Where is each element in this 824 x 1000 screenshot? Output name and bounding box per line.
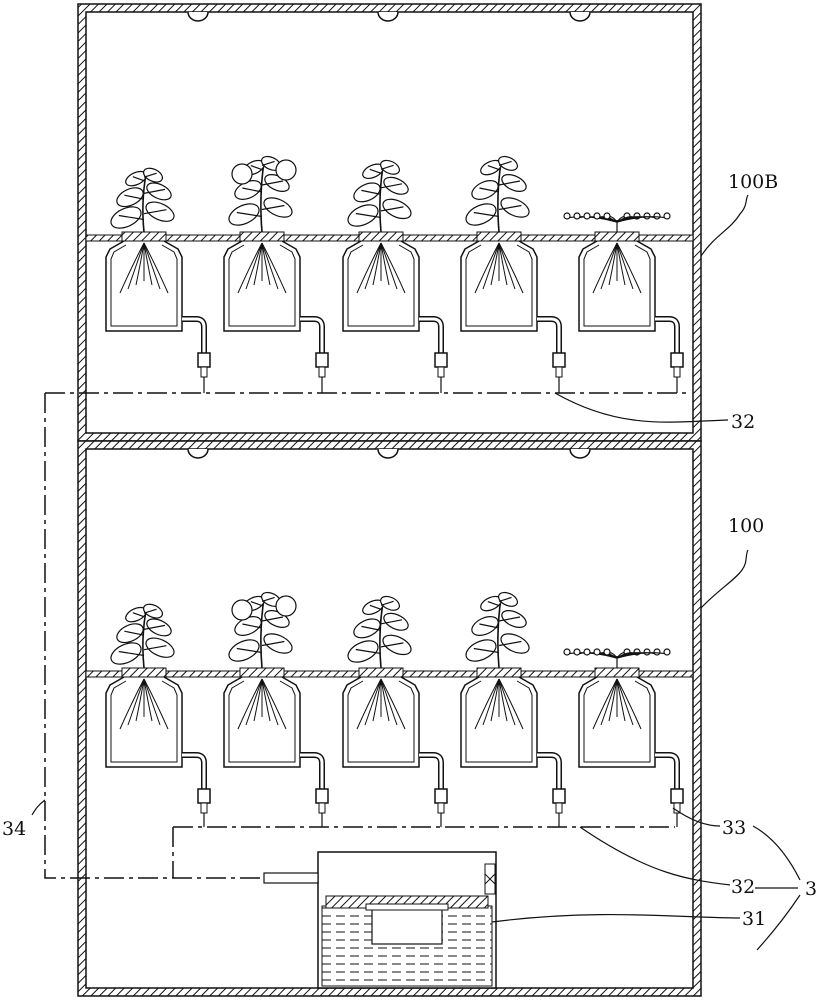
plant-row-lower xyxy=(110,591,671,669)
connector xyxy=(670,788,684,804)
pot xyxy=(342,231,448,378)
roots xyxy=(592,678,642,730)
groundcover-plant-icon xyxy=(563,648,671,668)
pot xyxy=(223,667,329,814)
cabinet-upper xyxy=(77,3,702,442)
pot xyxy=(578,667,684,814)
roots xyxy=(592,242,642,294)
roots xyxy=(356,242,406,294)
roots xyxy=(119,242,169,294)
roots xyxy=(356,678,406,730)
sapling-plant-icon xyxy=(465,591,530,669)
roots xyxy=(474,678,524,730)
pot xyxy=(460,231,566,378)
plant-row-upper xyxy=(110,155,671,233)
label-100b: 100B xyxy=(728,171,778,193)
label-32-lower: 32 xyxy=(731,876,755,898)
strawberry-plant-icon xyxy=(228,155,297,233)
pot xyxy=(223,231,329,378)
pot xyxy=(105,667,211,814)
strawberry-plant-icon xyxy=(228,591,297,669)
leader-lines xyxy=(31,194,801,951)
label-34: 34 xyxy=(2,818,26,840)
label-3: 3 xyxy=(805,878,817,900)
connector xyxy=(197,788,211,804)
label-33: 33 xyxy=(722,817,746,839)
connector xyxy=(552,352,566,368)
pot-row-upper xyxy=(105,231,684,378)
connector xyxy=(315,352,329,368)
connector xyxy=(434,788,448,804)
groundcover-plant-icon xyxy=(563,212,671,232)
piping-dashed xyxy=(44,392,690,879)
leafy-green-plant-icon xyxy=(110,167,175,233)
lamps xyxy=(187,11,591,459)
roots xyxy=(237,678,287,730)
pot-row-lower xyxy=(105,667,684,814)
label-31: 31 xyxy=(742,908,766,930)
leafy-green-plant-icon xyxy=(110,603,175,669)
sapling-plant-icon xyxy=(465,155,530,233)
label-32-upper: 32 xyxy=(731,411,755,433)
pepper-plant-icon xyxy=(347,159,412,233)
pot xyxy=(105,231,211,378)
pepper-plant-icon xyxy=(347,595,412,669)
connector xyxy=(434,352,448,368)
pot xyxy=(460,667,566,814)
roots xyxy=(237,242,287,294)
roots xyxy=(119,678,169,730)
reservoir-tank xyxy=(263,851,497,989)
connector xyxy=(315,788,329,804)
connector xyxy=(197,352,211,368)
roots xyxy=(474,242,524,294)
pot xyxy=(342,667,448,814)
connector xyxy=(552,788,566,804)
connector xyxy=(670,352,684,368)
drop-lines xyxy=(203,377,678,827)
pot xyxy=(578,231,684,378)
label-100: 100 xyxy=(728,515,764,537)
